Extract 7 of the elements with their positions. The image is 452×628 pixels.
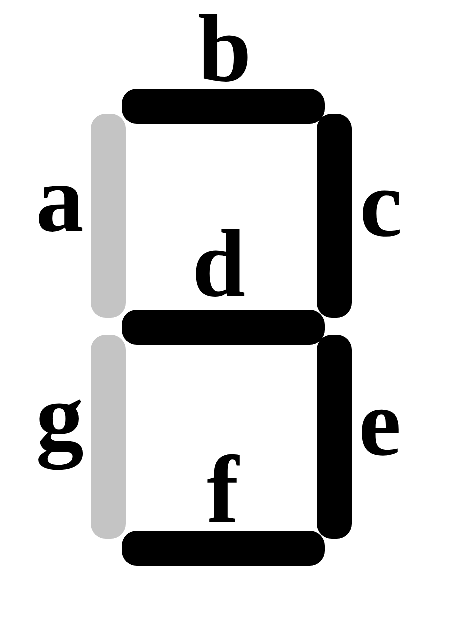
segment-label: a <box>35 158 85 238</box>
segment-label: e <box>358 382 402 462</box>
segment-label: c <box>358 162 404 243</box>
segment-label: b <box>198 8 252 88</box>
segment-label: g <box>35 376 85 472</box>
segment-label: f <box>206 448 241 529</box>
segment-label: d <box>192 222 246 303</box>
